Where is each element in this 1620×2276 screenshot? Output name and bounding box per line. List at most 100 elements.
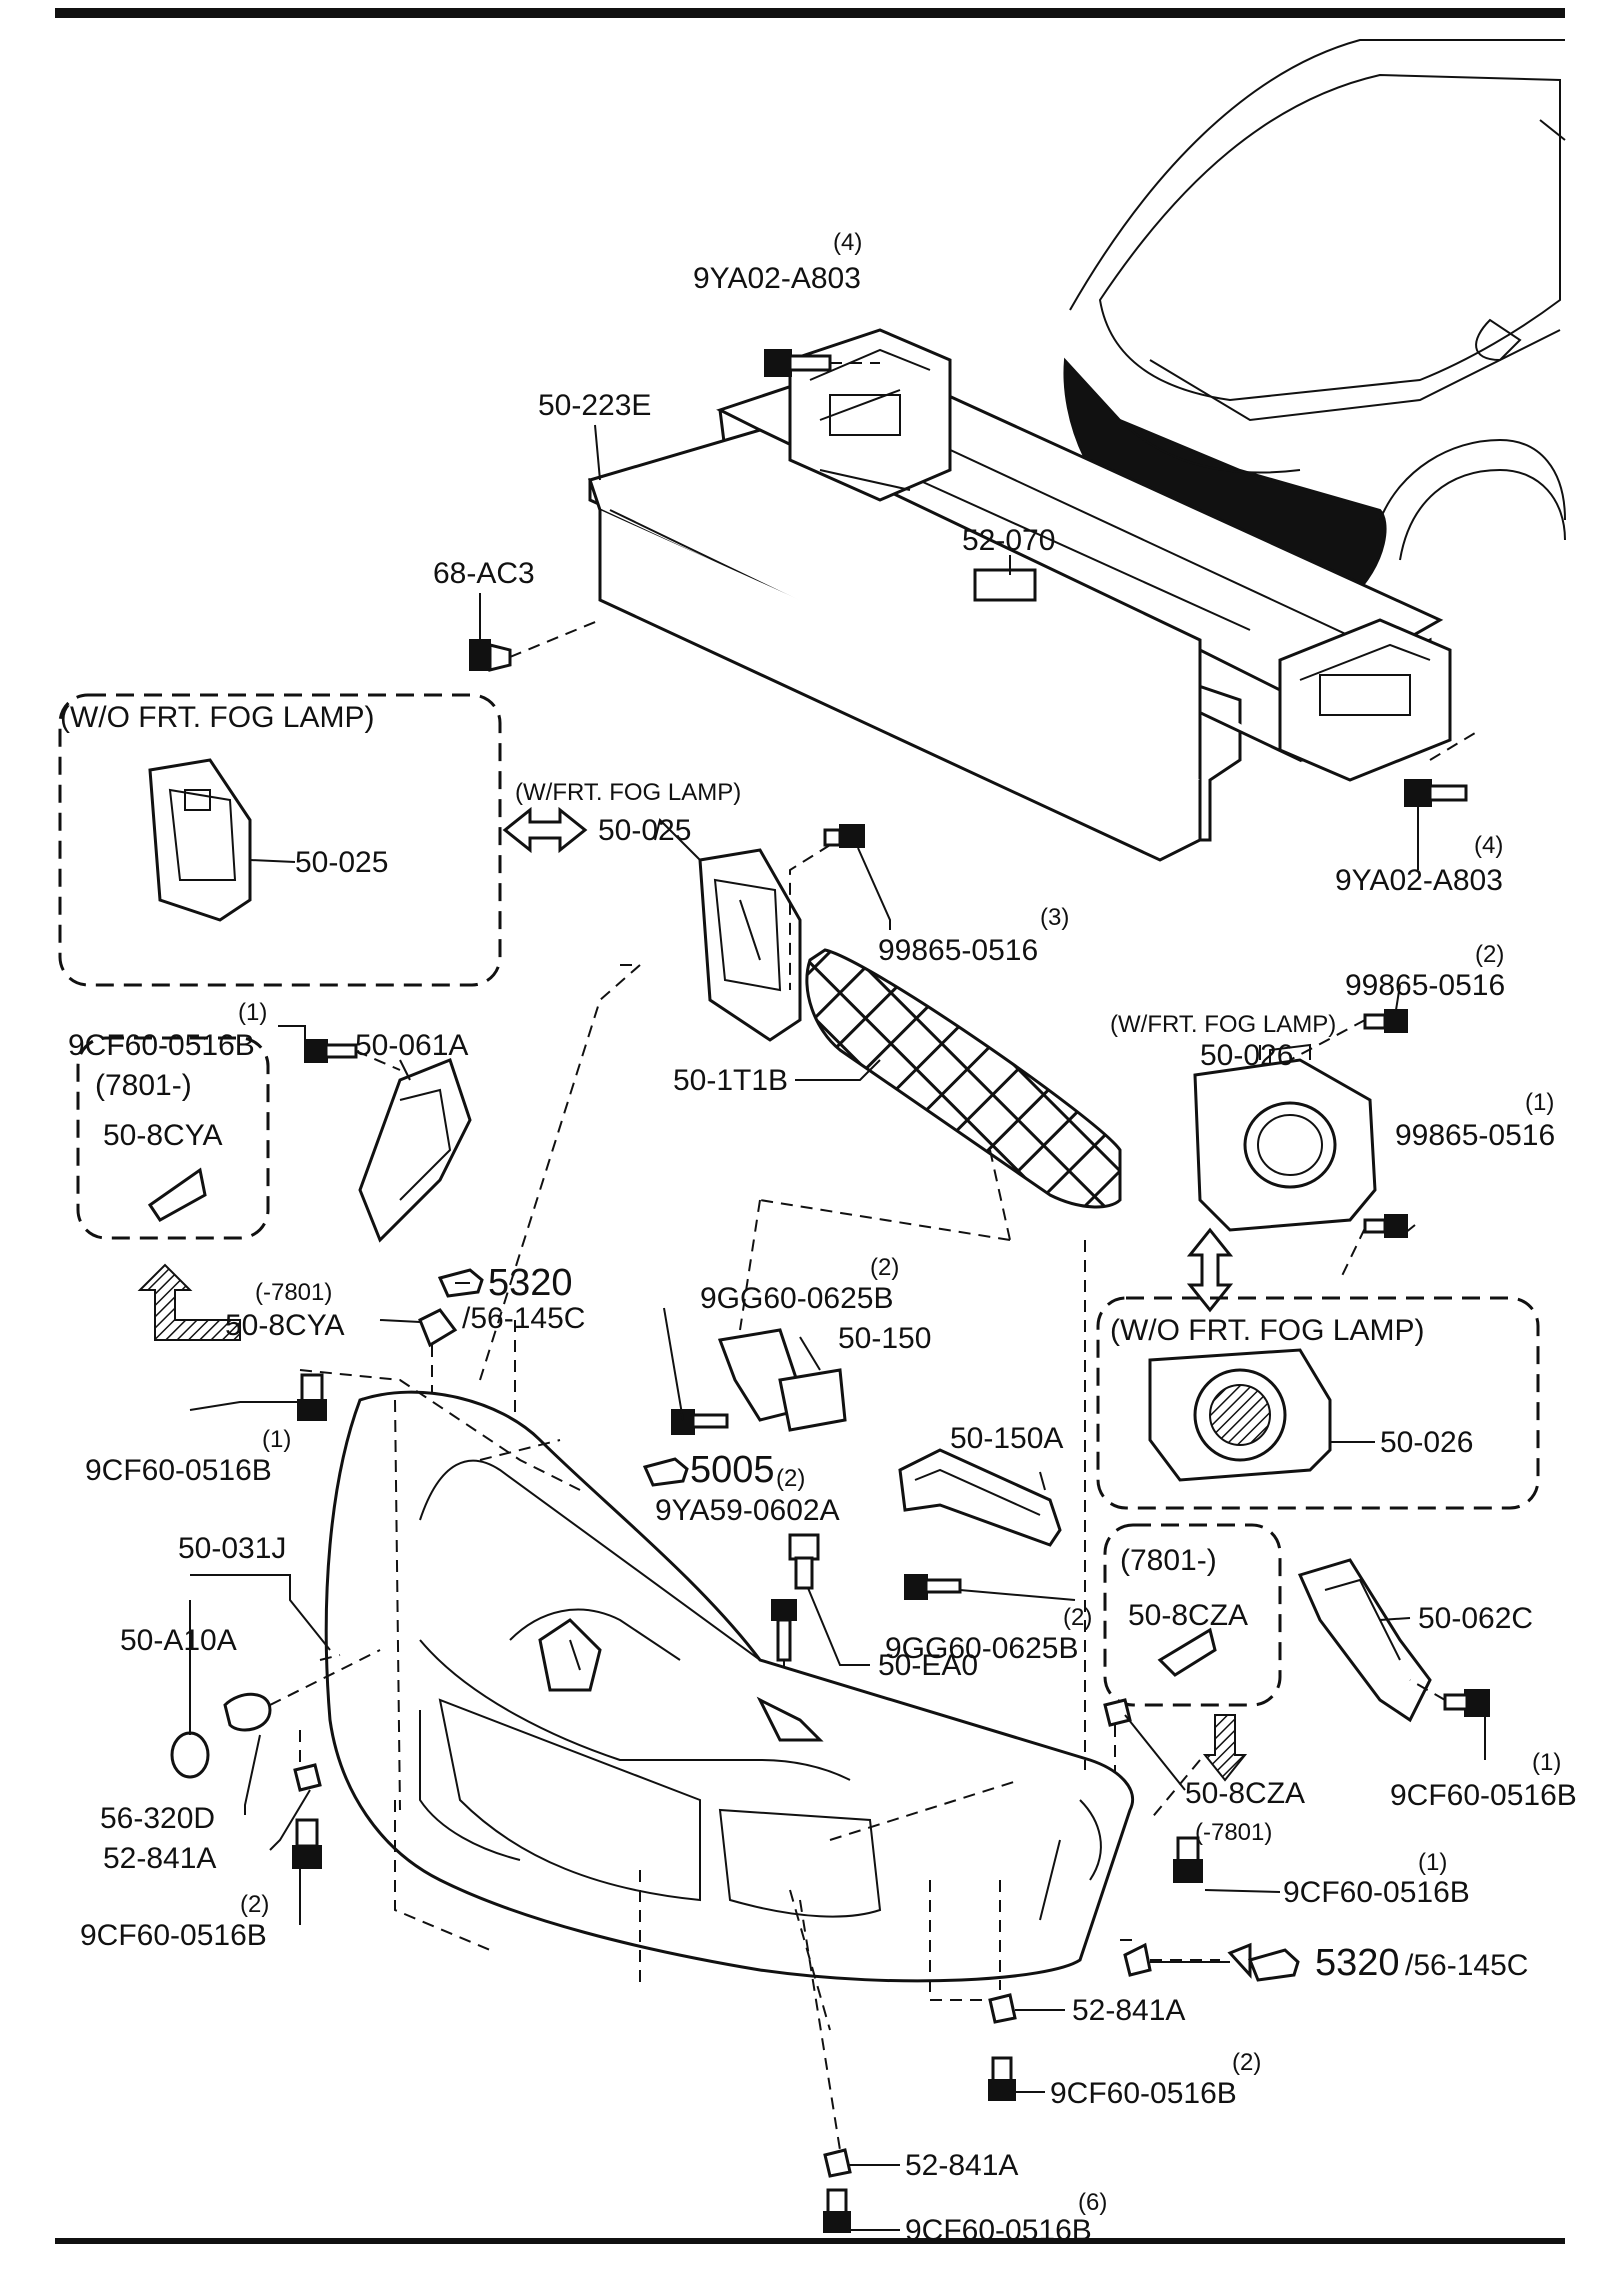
clip-68-ac3-icon bbox=[469, 639, 512, 672]
clip-5320-bottom bbox=[1123, 1942, 1152, 1977]
label-bolt-l1: 9CF60-0516B bbox=[68, 1029, 255, 1062]
label-bolt-r1: 9CF60-0516B bbox=[1283, 1876, 1470, 1909]
label-nut-m: 52-841A bbox=[1072, 1994, 1185, 2027]
label-bolt-l3-qty: (2) bbox=[240, 1891, 269, 1918]
up-arrow-right-icon bbox=[1202, 1714, 1248, 1782]
label-ref-5320-b: 5320 bbox=[1315, 1942, 1400, 1984]
screw-2-icon bbox=[1363, 1009, 1408, 1033]
bolt-l3-icon bbox=[292, 1818, 322, 1869]
label-wo-fog-box-title: (W/O FRT. FOG LAMP) bbox=[60, 701, 374, 734]
bracket-50-061a bbox=[358, 1058, 472, 1243]
label-grille: 50-1T1B bbox=[673, 1064, 788, 1097]
screw-3-icon bbox=[823, 824, 865, 848]
fog-cover-left-wo bbox=[148, 758, 252, 922]
bolt-b-icon bbox=[823, 2188, 851, 2233]
hand-pointer-5005-icon bbox=[642, 1457, 689, 1487]
bolt-l1-icon bbox=[304, 1039, 358, 1063]
label-screw-1: 99865-0516 bbox=[1395, 1119, 1555, 1152]
hand-pointer-5320-a-icon bbox=[437, 1268, 484, 1298]
label-bolt-r2-qty: (1) bbox=[1532, 1749, 1561, 1776]
ref-arrow-5320-b bbox=[1227, 1942, 1252, 1979]
label-box-7801-l: (7801-) bbox=[95, 1069, 192, 1102]
label-bracket-150a: 50-150A bbox=[950, 1422, 1063, 1455]
label-box-7801-r-part: 50-8CZA bbox=[1128, 1599, 1248, 1632]
bracket-50-150a bbox=[898, 1448, 1062, 1547]
label-bolt-9gg-b: 9GG60-0625B bbox=[885, 1632, 1078, 1665]
bolt-top-icon bbox=[764, 349, 832, 377]
label-box-7801-r: (7801-) bbox=[1120, 1544, 1217, 1577]
bolt-9ya59-icon bbox=[771, 1599, 797, 1662]
bolt-m-icon bbox=[988, 2056, 1016, 2101]
label-bolt-m-qty: (2) bbox=[1232, 2049, 1261, 2076]
label-screw-2: 99865-0516 bbox=[1345, 969, 1505, 1002]
label-bolt-l1-qty: (1) bbox=[238, 999, 267, 1026]
absorber-tab bbox=[973, 568, 1037, 602]
bolt-9gg-b-icon bbox=[904, 1574, 962, 1600]
label-nut-l: 52-841A bbox=[103, 1842, 216, 1875]
label-bracket-r: 50-062C bbox=[1418, 1602, 1533, 1635]
label-ref-5320-a-sub: /56-145C bbox=[462, 1302, 585, 1335]
label-screw-2-qty: (2) bbox=[1475, 941, 1504, 968]
nut-52-841a-left bbox=[293, 1763, 322, 1792]
bottom-frame-bar bbox=[55, 2238, 1565, 2244]
label-wo-fog-box2-part: 50-026 bbox=[1380, 1426, 1473, 1459]
label-bolt-b: 9CF60-0516B bbox=[905, 2214, 1092, 2247]
bolt-9gg-a-icon bbox=[671, 1409, 729, 1435]
label-ref-5005-qty: (2) bbox=[776, 1465, 805, 1492]
label-w-fog-left-part: 50-025 bbox=[598, 814, 691, 847]
fog-cover-left-w bbox=[698, 848, 802, 1042]
label-w-fog-left: (W/FRT. FOG LAMP) bbox=[515, 779, 741, 806]
front-bumper-fascia bbox=[324, 1390, 1135, 1983]
bolt-l2-icon bbox=[297, 1373, 327, 1421]
label-ref-5320-b-sub: /56-145C bbox=[1405, 1949, 1528, 1982]
label-w-fog-right: (W/FRT. FOG LAMP) bbox=[1110, 1011, 1336, 1038]
label-ref-5005: 5005 bbox=[690, 1449, 775, 1491]
box-7801-left bbox=[76, 1036, 270, 1240]
swap-arrow-vertical-icon bbox=[1186, 1227, 1234, 1313]
label-bumper: 50-031J bbox=[178, 1532, 286, 1565]
bolt-right-icon bbox=[1404, 779, 1468, 807]
bolt-r1-icon bbox=[1173, 1836, 1203, 1883]
label-ref-7801-r: (-7801) bbox=[1195, 1819, 1272, 1846]
label-screw-3-qty: (3) bbox=[1040, 904, 1069, 931]
label-bolt-top-qty: (4) bbox=[833, 229, 862, 256]
label-bracket-150: 50-150 bbox=[838, 1322, 931, 1355]
label-bolt-r2: 9CF60-0516B bbox=[1390, 1779, 1577, 1812]
clip-50-8cza bbox=[1103, 1698, 1132, 1727]
plug-50-a10a bbox=[170, 1731, 210, 1779]
label-bolt-9gg-b-qty: (2) bbox=[1063, 1604, 1092, 1631]
label-screw-1-qty: (1) bbox=[1525, 1089, 1554, 1116]
grille-mesh bbox=[805, 948, 1122, 1209]
part-labels: (4) 9YA02-A803 50-223E 52-070 68-AC3 (W/… bbox=[60, 229, 1577, 2247]
screw-1-icon bbox=[1363, 1214, 1408, 1238]
label-cap-320d: 56-320D bbox=[100, 1802, 215, 1835]
hand-pointer-5320-b-icon bbox=[1247, 1948, 1300, 1982]
label-reinforcement: 50-223E bbox=[538, 389, 651, 422]
absorber-bracket-left bbox=[788, 328, 952, 502]
label-bolt-m: 9CF60-0516B bbox=[1050, 2077, 1237, 2110]
label-ref-7801-l: (-7801) bbox=[255, 1279, 332, 1306]
fog-bezel-right-wo bbox=[1148, 1348, 1332, 1482]
label-nut-b: 52-841A bbox=[905, 2149, 1018, 2182]
bolt-r2-icon bbox=[1443, 1689, 1490, 1717]
swap-arrow-icon bbox=[502, 806, 588, 854]
clip-50-8cya bbox=[418, 1308, 458, 1348]
clip-50-8cya-small bbox=[147, 1167, 207, 1222]
label-screw-3: 99865-0516 bbox=[878, 934, 1038, 967]
clip-50-8cza-small bbox=[1157, 1627, 1217, 1677]
label-clip-top: 68-AC3 bbox=[433, 557, 535, 590]
label-bolt-top: 9YA02-A803 bbox=[693, 262, 861, 295]
label-clip-r: 50-8CZA bbox=[1185, 1777, 1305, 1810]
label-w-fog-right-part: 50-026 bbox=[1200, 1039, 1293, 1072]
leader-lines bbox=[189, 424, 1486, 2231]
up-arrow-hatched-icon bbox=[137, 1263, 241, 1341]
nut-52-841a-bottom bbox=[823, 2148, 852, 2178]
label-ref-5320-a: 5320 bbox=[488, 1262, 573, 1304]
label-bolt-9gg-a: 9GG60-0625B bbox=[700, 1282, 893, 1315]
label-absorber: 52-070 bbox=[962, 524, 1055, 557]
label-clip-l: 50-8CYA bbox=[225, 1309, 345, 1342]
cap-56-320d bbox=[223, 1692, 272, 1732]
label-bolt-r1-qty: (1) bbox=[1418, 1849, 1447, 1876]
label-plug-a10: 50-A10A bbox=[120, 1624, 237, 1657]
